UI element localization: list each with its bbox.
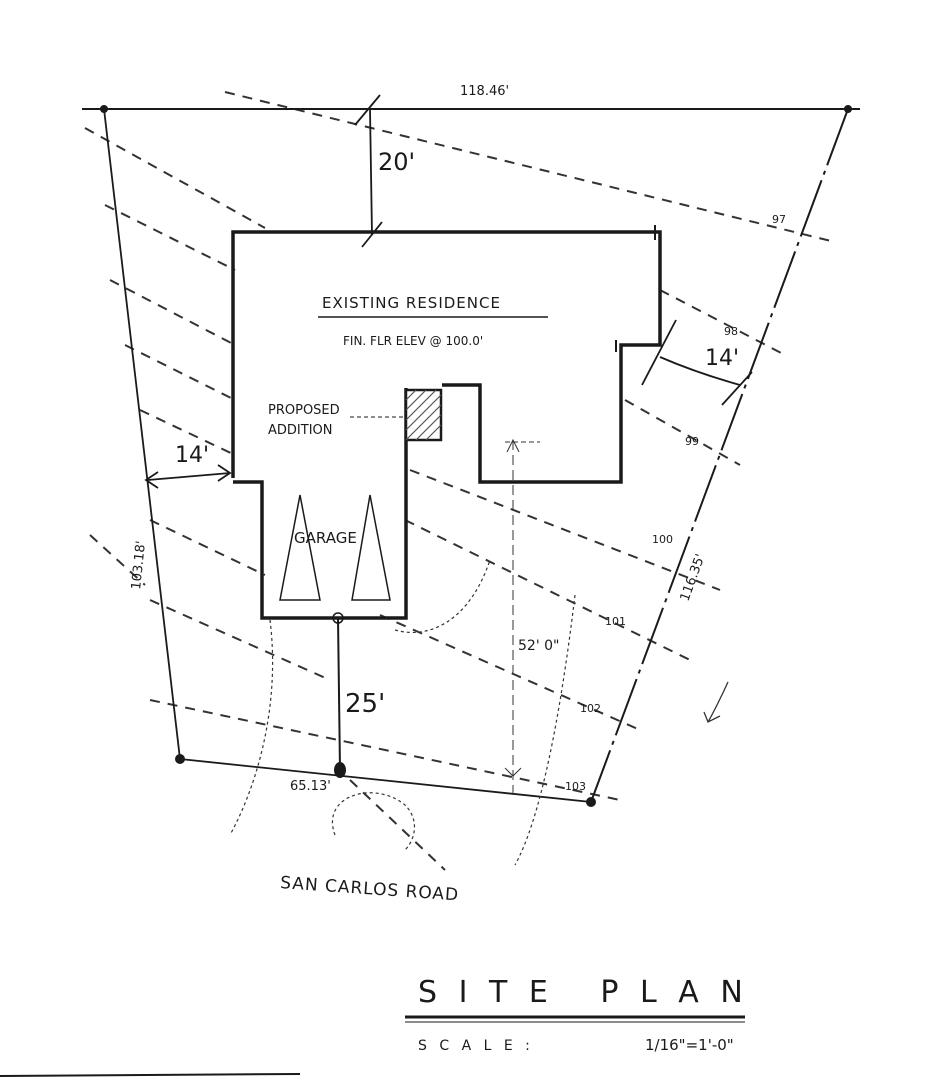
driveway-depth-label: 52' 0" [518,638,559,654]
contour-line [379,614,641,731]
left-setback-label: 14' [175,443,209,468]
corner-marker [844,105,852,113]
residence-outline [231,225,662,620]
contour-line [349,779,446,871]
contour-line [659,289,786,356]
curb-return [332,792,415,851]
rear-dimension-label: 118.46' [460,84,509,99]
dimension-end [332,612,344,624]
corner-marker [586,797,596,807]
left-setback-dimension [144,464,232,489]
hatch-line [415,414,442,441]
driveway-edge [394,559,491,634]
contour-line [84,127,266,229]
property-lines [82,108,860,803]
contour-line [149,599,331,681]
contour-label: 103 [565,780,586,793]
contour-line [104,204,236,271]
rear-setback-label: 20' [378,148,415,176]
hatch-line [405,389,437,421]
hatch-line [405,404,442,441]
garage-wall [233,388,408,620]
scale-value: 1/16"=1'-0" [645,1036,734,1054]
contour-label: 101 [605,615,626,628]
right-setback-dimension [641,319,753,406]
sheet-edge-line [0,1073,301,1077]
floor-elevation-label: FIN. FLR ELEV @ 100.0' [343,334,483,348]
front-property-line [179,758,592,803]
car-outline [279,494,321,601]
front-setback-dimension [332,612,346,778]
contour-label: 100 [652,533,673,546]
residence-label: EXISTING RESIDENCE [322,294,501,312]
corner-marker [100,105,108,113]
dimension-tick [721,371,753,406]
contour-label: 102 [580,702,601,715]
contour-label: 99 [685,435,699,448]
left-property-line [103,108,181,760]
property-corners [100,105,852,807]
contour-line [124,344,236,401]
contour-line [224,91,836,243]
dimension-end [334,762,346,778]
front-dimension-label: 65.13' [290,779,331,794]
garage-cars [279,494,391,601]
dimension-line [659,356,741,386]
driveway-depth-dimension [504,438,540,800]
hatch-line [405,389,427,411]
contour-line [109,279,236,346]
contour-line [149,519,266,576]
right-setback-label: 14' [705,346,739,371]
drainage-arrow-icon [703,681,729,723]
proposed-addition [404,388,443,442]
car-outline [351,494,391,601]
dimension-line [369,108,373,236]
sheet-title: S I T E P L A N [418,975,749,1010]
driveway-edge [229,619,274,836]
rear-setback-dimension [354,94,383,248]
garage-label: GARAGE [294,529,357,547]
arrow-head [217,464,232,482]
addition-label-line2: ADDITION [268,423,332,438]
hatch-line [405,389,417,401]
residence-wall [231,230,662,484]
contour-label: 98 [724,325,738,338]
contour-labels: 97 98 99 100 101 102 103 [565,213,786,793]
dimension-line [147,472,231,481]
dimension-tick [641,319,677,386]
arrow-head [504,767,522,777]
scale-label: S C A L E : [418,1038,534,1054]
addition-label-line1: PROPOSED [268,403,340,418]
corner-marker [175,754,185,764]
left-dimension-label: 103.18' [129,540,149,590]
arrow-head [506,438,520,453]
contour-label: 97 [772,213,786,226]
contour-line [89,534,146,586]
contour-line [624,399,741,466]
hatch-line [405,394,442,431]
contour-lines [84,91,836,871]
contour-line [149,699,621,801]
dimension-tick [361,221,383,248]
hatch-line [425,424,442,441]
street-label: SAN CARLOS ROAD [280,873,460,905]
arrow-head [144,471,159,489]
contour-line [409,469,721,591]
front-setback-label: 25' [345,689,385,719]
dimension-line [337,617,341,771]
right-dimension-label: 116.35' [678,552,709,603]
dimension-tick [354,94,381,126]
right-property-line [590,108,849,803]
driveway-curves [229,559,576,866]
driveway-edge [514,594,576,866]
